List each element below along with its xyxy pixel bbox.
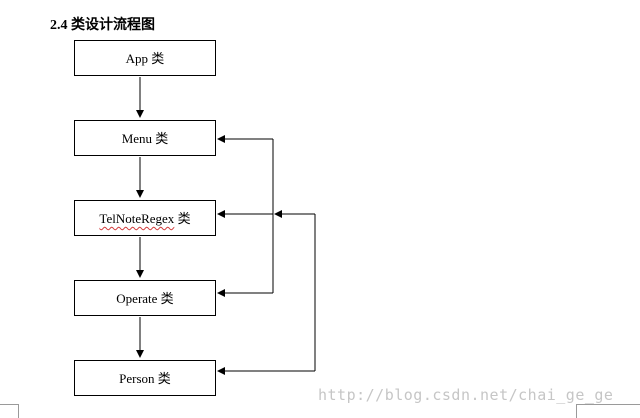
page-heading: 2.4 类设计流程图: [50, 18, 155, 33]
telnoteregex-class-label-wrap: TelNoteRegex 类: [75, 208, 215, 227]
menu-class-box: Menu 类: [74, 120, 216, 156]
app-class-box: App 类: [74, 40, 216, 76]
telnoteregex-class-label: TelNoteRegex: [99, 211, 175, 226]
app-class-label: App 类: [125, 51, 165, 66]
telnoteregex-class-box: TelNoteRegex 类: [74, 200, 216, 236]
telnoteregex-class-suffix: 类: [174, 211, 191, 226]
operate-class-box: Operate 类: [74, 280, 216, 316]
page-corner-marker-right: [576, 404, 640, 418]
operate-class-label: Operate 类: [116, 291, 174, 306]
person-class-box: Person 类: [74, 360, 216, 396]
page-corner-marker-left: [0, 404, 19, 418]
menu-class-label: Menu 类: [121, 131, 169, 146]
person-class-label: Person 类: [119, 371, 171, 386]
watermark-url: http://blog.csdn.net/chai_ge_ge: [318, 386, 614, 404]
